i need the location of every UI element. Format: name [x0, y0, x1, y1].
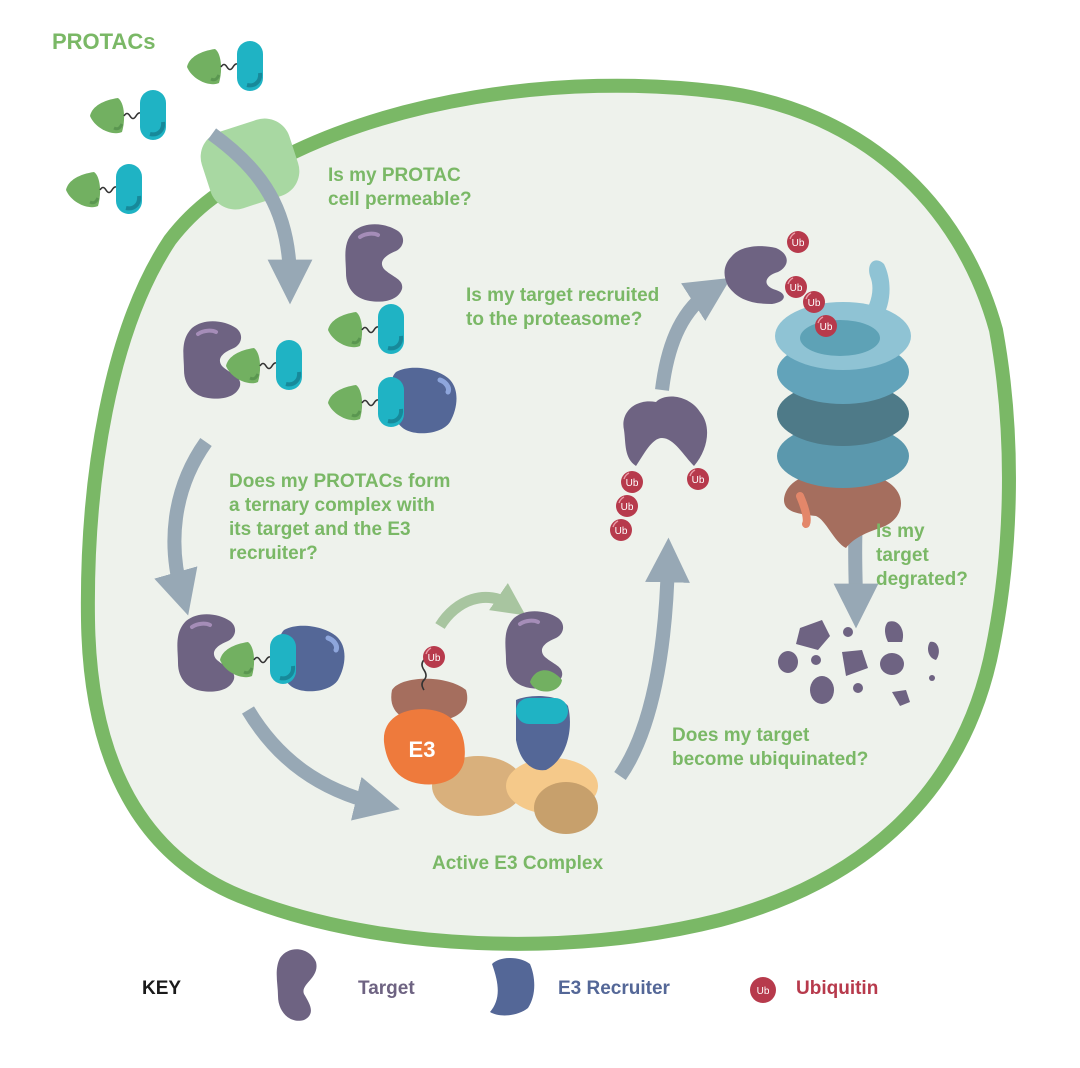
key-ubiquitin-icon: Ub: [750, 977, 776, 1003]
active-e3-complex: E3: [383, 609, 598, 834]
ubiquitin: [422, 645, 446, 669]
diagram-title: PROTACs: [52, 29, 156, 54]
protac-molecule: [64, 162, 144, 216]
question-degraded: Is my target degrated?: [876, 521, 968, 590]
svg-text:Ub: Ub: [757, 986, 770, 997]
key-e3-recruiter-label: E3 Recruiter: [558, 978, 670, 999]
key-e3-recruiter-icon: [490, 958, 535, 1016]
flow-arrow: [614, 537, 690, 780]
key-ubiquitin-label: Ubiquitin: [796, 978, 879, 999]
ubiquitinated-target: [609, 396, 710, 542]
protac-molecule: [88, 88, 168, 142]
transfer-arrow: [435, 583, 526, 630]
question-proteasome: Is my target recruited to the proteasome…: [466, 285, 660, 330]
ubiquitinated-target: [724, 230, 838, 338]
question-cell-permeable: Is my PROTAC cell permeable?: [328, 165, 472, 210]
flow-arrow: [154, 437, 212, 616]
e3-label: E3: [409, 737, 436, 762]
key-target-label: Target: [358, 978, 415, 999]
flow-arrow: [655, 277, 731, 391]
active-e3-complex-label: Active E3 Complex: [432, 853, 604, 874]
key-target-icon: [276, 949, 317, 1021]
question-ternary-complex: Does my PROTACs form a ternary complex w…: [229, 471, 451, 564]
flow-arrow: [207, 128, 313, 305]
key-heading: KEY: [142, 978, 182, 999]
proteasome: [775, 260, 911, 548]
degraded-fragments: [778, 620, 939, 706]
protac-molecule: [185, 39, 265, 93]
flow-arrow: [241, 706, 400, 821]
question-ubiquinated: Does my target become ubiquinated?: [672, 725, 869, 770]
